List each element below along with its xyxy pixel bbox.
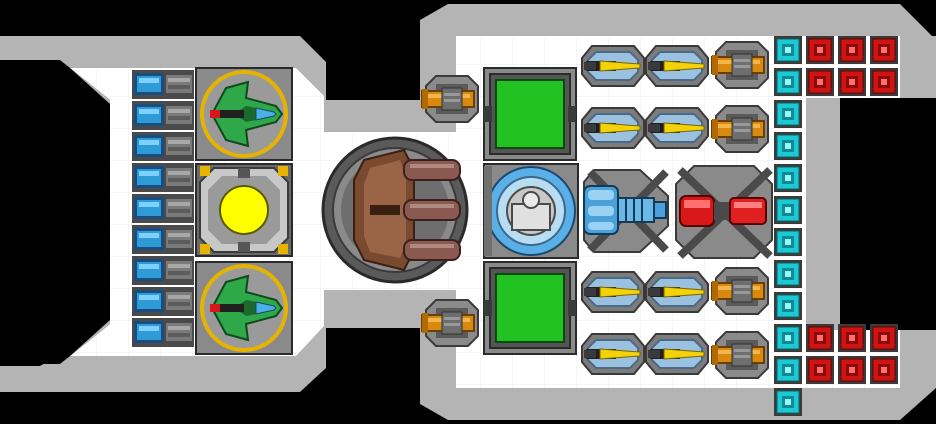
battery-cell-icon[interactable] [132, 287, 194, 316]
laser-turret-icon[interactable] [581, 333, 645, 375]
thruster-block-icon[interactable] [869, 35, 899, 65]
reactor-core-icon[interactable] [195, 163, 293, 257]
armor-block-icon[interactable] [773, 259, 803, 289]
autocannon-turret-icon[interactable] [711, 41, 769, 89]
thruster-block-icon[interactable] [805, 35, 835, 65]
shield-generator-icon[interactable] [483, 163, 579, 259]
thruster-block-icon[interactable] [869, 67, 899, 97]
armor-block-icon[interactable] [773, 163, 803, 193]
thruster-block-icon[interactable] [837, 67, 867, 97]
autocannon-turret-icon[interactable] [421, 299, 479, 347]
thruster-block-icon[interactable] [805, 67, 835, 97]
battery-cell-icon[interactable] [132, 70, 194, 99]
triple-cannon-turret-icon[interactable] [321, 136, 469, 284]
laser-turret-icon[interactable] [581, 45, 645, 87]
laser-turret-icon[interactable] [645, 271, 709, 313]
armor-block-icon[interactable] [773, 35, 803, 65]
laser-turret-icon[interactable] [581, 271, 645, 313]
battery-cell-icon[interactable] [132, 163, 194, 192]
battery-cell-icon[interactable] [132, 132, 194, 161]
armor-block-icon[interactable] [773, 227, 803, 257]
shield-screen-icon[interactable] [483, 261, 577, 355]
battery-cell-icon[interactable] [132, 101, 194, 130]
battery-cell-icon[interactable] [132, 194, 194, 223]
armor-block-icon[interactable] [773, 291, 803, 321]
armor-block-icon[interactable] [773, 195, 803, 225]
autocannon-turret-icon[interactable] [711, 267, 769, 315]
fighter-ship-icon[interactable] [194, 260, 294, 356]
thruster-block-icon[interactable] [869, 355, 899, 385]
armor-block-icon[interactable] [773, 323, 803, 353]
thruster-block-icon[interactable] [837, 35, 867, 65]
armor-block-icon[interactable] [773, 67, 803, 97]
laser-turret-icon[interactable] [581, 107, 645, 149]
thruster-block-icon[interactable] [837, 355, 867, 385]
battery-cell-icon[interactable] [132, 225, 194, 254]
shield-screen-icon[interactable] [483, 67, 577, 161]
armor-block-icon[interactable] [773, 131, 803, 161]
laser-turret-icon[interactable] [645, 333, 709, 375]
laser-turret-icon[interactable] [645, 45, 709, 87]
autocannon-turret-icon[interactable] [421, 75, 479, 123]
fighter-ship-icon[interactable] [194, 66, 294, 162]
ion-cannon-icon[interactable] [583, 169, 669, 253]
laser-turret-icon[interactable] [645, 107, 709, 149]
autocannon-turret-icon[interactable] [711, 105, 769, 153]
armor-block-icon[interactable] [773, 99, 803, 129]
plasma-cannon-icon[interactable] [675, 165, 773, 259]
autocannon-turret-icon[interactable] [711, 331, 769, 379]
thruster-block-icon[interactable] [869, 323, 899, 353]
armor-block-icon[interactable] [773, 387, 803, 417]
armor-block-icon[interactable] [773, 355, 803, 385]
battery-cell-icon[interactable] [132, 318, 194, 347]
thruster-block-icon[interactable] [805, 355, 835, 385]
battery-column [132, 70, 194, 347]
battery-cell-icon[interactable] [132, 256, 194, 285]
thruster-block-icon[interactable] [837, 323, 867, 353]
thruster-block-icon[interactable] [805, 323, 835, 353]
